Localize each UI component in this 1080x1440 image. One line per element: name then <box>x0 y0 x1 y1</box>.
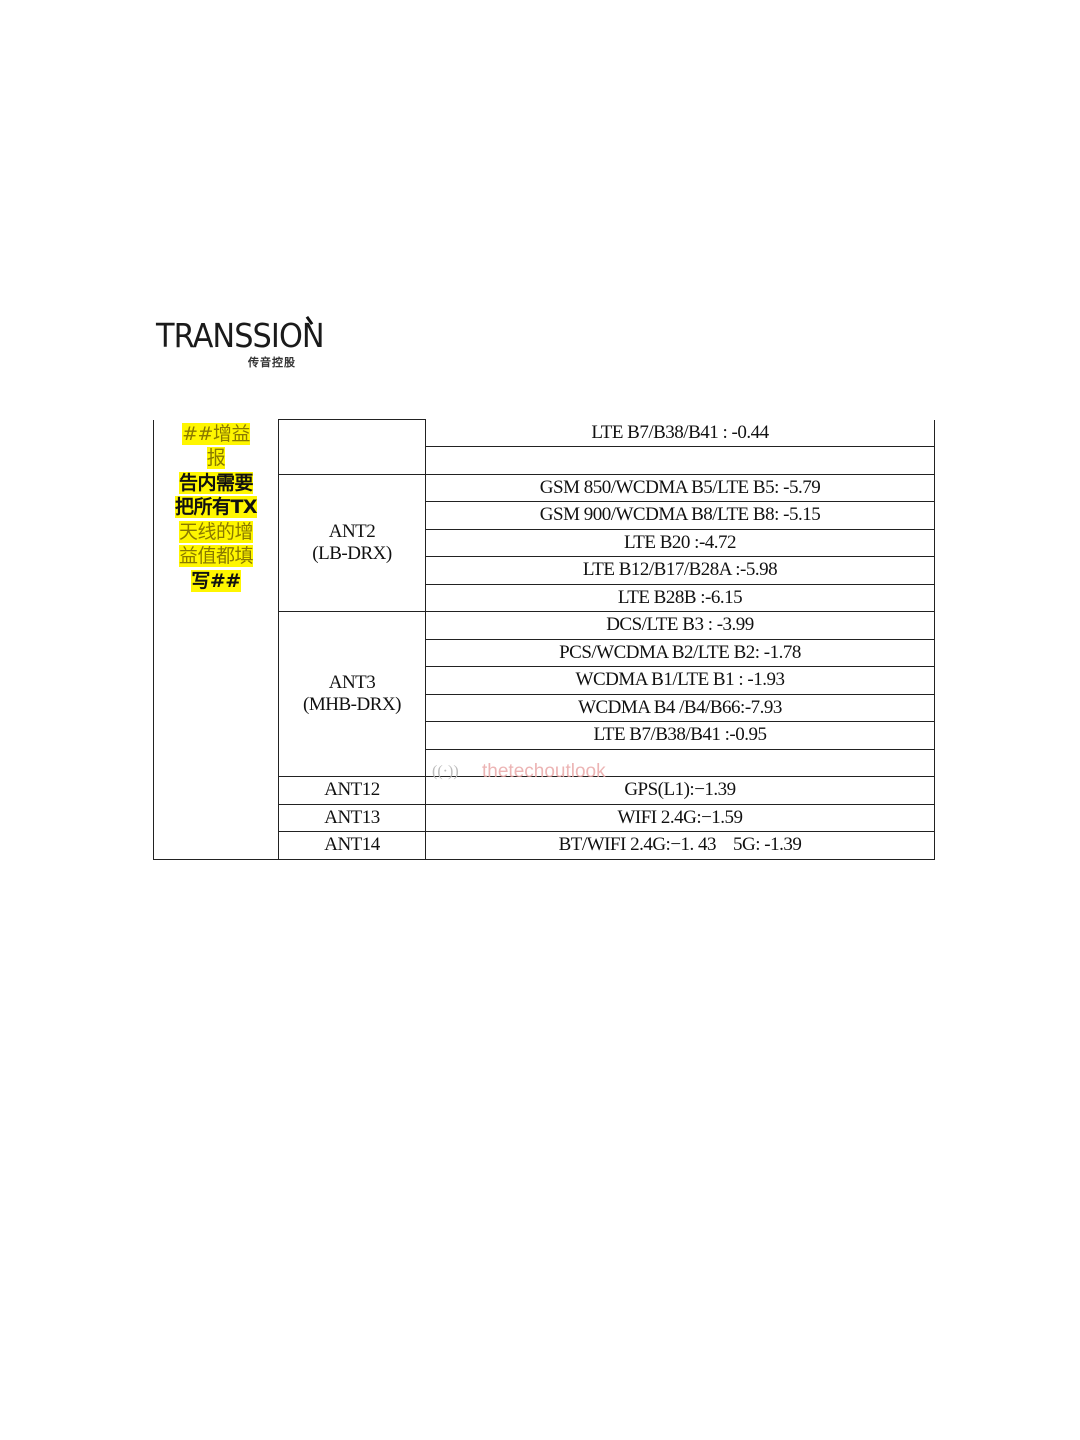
gain-cell: GSM 850/WCDMA B5/LTE B5: -5.79 <box>425 473 935 502</box>
gain-cell: LTE B28B :-6.15 <box>425 583 935 612</box>
logo-subtitle: 传音控股 <box>248 356 296 369</box>
gain-cell: PCS/WCDMA B2/LTE B2: -1.78 <box>425 638 935 667</box>
transsion-logo: TRANSSION 传音控股 <box>156 315 338 369</box>
antenna-gain-table: ##增益报 告内需要 把所有TX 天线的增 益值都填 写## LTE B7/B3… <box>153 419 935 860</box>
gain-cell: WCDMA B4 /B4/B66:-7.93 <box>425 693 935 722</box>
note-line: 益值都填 <box>178 545 254 567</box>
antenna-type: (MHB-DRX) <box>303 694 401 715</box>
gain-cell: LTE B12/B17/B28A :-5.98 <box>425 556 935 585</box>
gain-cell <box>425 446 935 475</box>
table-row: WCDMA B1/LTE B1 : -1.93 <box>154 666 935 695</box>
gain-cell: DCS/LTE B3 : -3.99 <box>425 611 935 640</box>
antenna-cell-ant14: ANT14 <box>278 831 426 860</box>
antenna-cell-ant13: ANT13 <box>278 803 426 832</box>
note-line: 把所有TX <box>174 496 258 518</box>
table-row: LTE B20 :-4.72 <box>154 528 935 557</box>
highlighted-note: ##增益报 告内需要 把所有TX 天线的增 益值都填 写## <box>173 422 259 594</box>
antenna-name: ANT2 <box>328 520 376 542</box>
gain-cell: GPS(L1):−1.39 <box>425 776 935 805</box>
antenna-cell-ant2: ANT2(LB-DRX) <box>278 473 426 612</box>
table-row: ANT12 GPS(L1):−1.39 <box>154 776 935 805</box>
logo-wordmark: TRANSSION <box>156 316 325 355</box>
note-line: 告内需要 <box>178 471 254 494</box>
gain-cell: WCDMA B1/LTE B1 : -1.93 <box>425 666 935 695</box>
table-row: LTE B28B :-6.15 <box>154 583 935 612</box>
note-line: 写## <box>191 569 241 592</box>
table-row: WCDMA B4 /B4/B66:-7.93 <box>154 693 935 722</box>
antenna-type: (LB-DRX) <box>312 542 392 564</box>
table-row: ANT14 BT/WIFI 2.4G:−1. 43 5G: -1.39 <box>154 831 935 860</box>
gain-cell: LTE B7/B38/B41 : -0.44 <box>425 419 935 447</box>
gain-cell: LTE B20 :-4.72 <box>425 528 935 557</box>
gain-cell: WIFI 2.4G:−1.59 <box>425 803 935 832</box>
antenna-name: ANT3 <box>328 672 376 693</box>
table-row <box>154 748 935 777</box>
gain-cell: LTE B7/B38/B41 :-0.95 <box>425 721 935 750</box>
gain-cell: GSM 900/WCDMA B8/LTE B8: -5.15 <box>425 501 935 530</box>
table-row: GSM 900/WCDMA B8/LTE B8: -5.15 <box>154 501 935 530</box>
note-line: ##增益报 <box>182 422 250 469</box>
antenna-cell-ant3: ANT3(MHB-DRX) <box>278 611 426 777</box>
gain-cell <box>425 748 935 777</box>
antenna-cell-empty <box>278 419 426 475</box>
watermark: thetechoutlook <box>482 761 606 782</box>
antenna-signal-icon: ((·)) <box>432 763 459 780</box>
table-row: LTE B12/B17/B28A :-5.98 <box>154 556 935 585</box>
antenna-cell-ant12: ANT12 <box>278 776 426 805</box>
gain-cell: BT/WIFI 2.4G:−1. 43 5G: -1.39 <box>425 831 935 860</box>
note-line: 天线的增 <box>178 520 254 543</box>
note-cell: ##增益报 告内需要 把所有TX 天线的增 益值都填 写## <box>153 419 279 860</box>
table-row: PCS/WCDMA B2/LTE B2: -1.78 <box>154 638 935 667</box>
table-row: ##增益报 告内需要 把所有TX 天线的增 益值都填 写## LTE B7/B3… <box>153 419 935 860</box>
